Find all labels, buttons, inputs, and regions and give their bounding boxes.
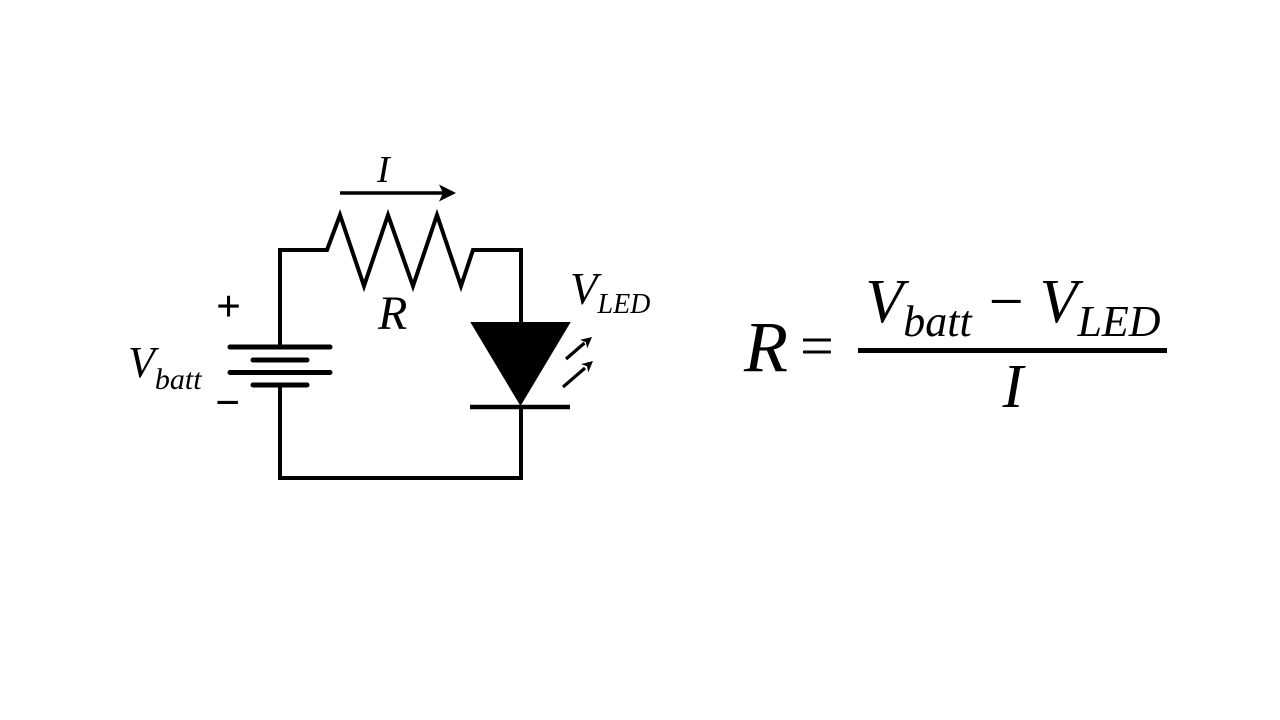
led-voltage-subscript: LED <box>597 289 651 320</box>
led-emission-arrow-2-shaft <box>561 366 587 389</box>
formula-vled-base: V <box>1039 268 1078 336</box>
circuit-wire-top-and-resistor <box>278 208 523 349</box>
led-emission-arrow-2-head <box>581 361 593 373</box>
formula-vbatt-base: V <box>865 268 904 336</box>
formula-lhs: R <box>744 307 788 387</box>
current-arrow-head <box>439 184 456 202</box>
resistor-label: R <box>378 287 408 340</box>
led-triangle <box>470 322 571 406</box>
led-voltage-base: V <box>570 264 598 314</box>
battery-minus-label: − <box>215 378 241 427</box>
formula-vbatt-subscript: batt <box>903 297 972 346</box>
formula-denominator: I <box>1002 353 1024 421</box>
battery-voltage-subscript: batt <box>154 363 202 396</box>
formula-vled-subscript: LED <box>1077 297 1161 346</box>
formula-numerator: Vbatt−VLED <box>865 271 1160 344</box>
formula-equals-sign: = <box>800 313 834 379</box>
formula-fraction-bar <box>858 348 1167 353</box>
current-label: I <box>377 149 390 191</box>
battery-voltage-label: Vbatt <box>128 341 202 395</box>
formula-minus-operator: − <box>984 268 1027 336</box>
battery-plus-label: + <box>216 282 242 331</box>
led-emission-arrow-1-shaft <box>564 341 586 361</box>
led-voltage-label: VLED <box>570 267 650 319</box>
led-emission-arrow-1-head <box>580 337 592 349</box>
circuit-wire-bottom <box>278 384 523 480</box>
battery-voltage-base: V <box>128 338 155 387</box>
